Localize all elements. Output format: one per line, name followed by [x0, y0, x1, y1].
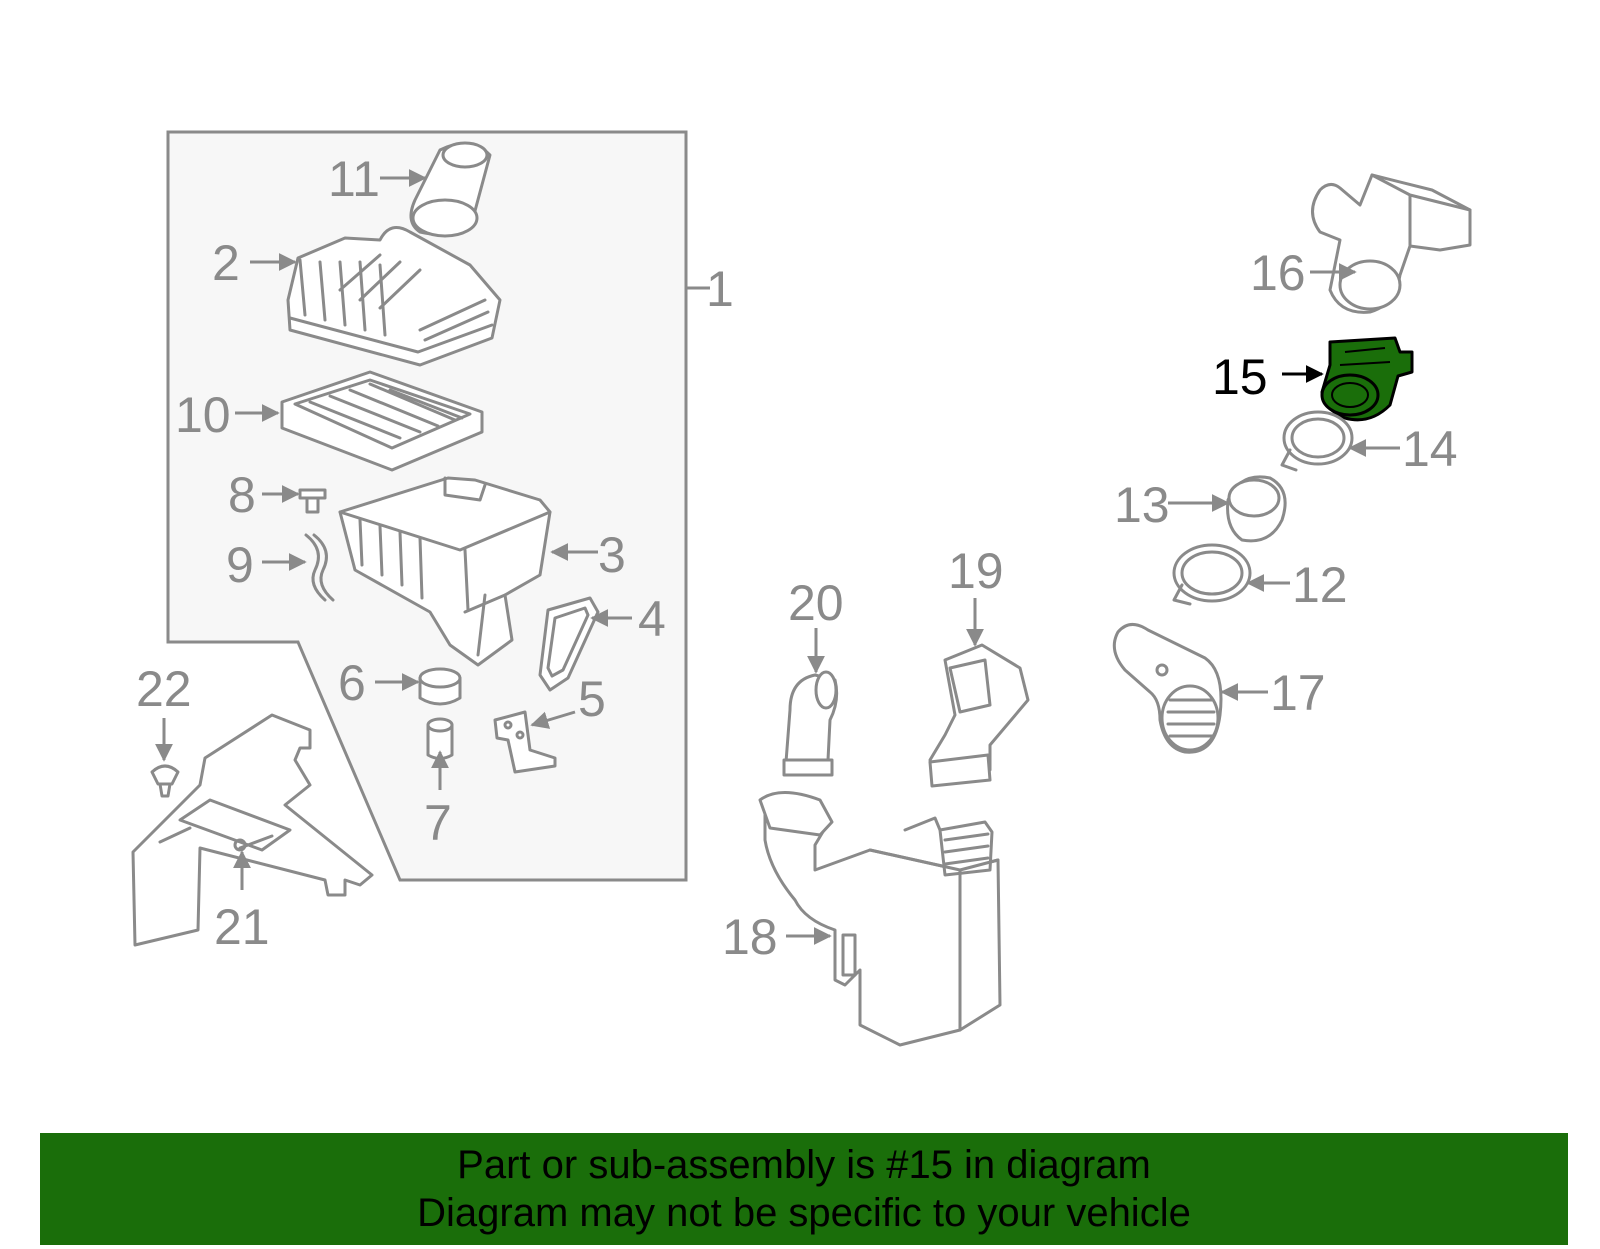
part-7-bushing[interactable] — [426, 717, 454, 760]
part-10-air-filter[interactable] — [280, 370, 484, 472]
callout-6: 6 — [338, 655, 366, 711]
part-18-resonator[interactable] — [758, 791, 1002, 1047]
callout-13: 13 — [1114, 477, 1170, 533]
callout-21: 21 — [214, 899, 270, 955]
callout-22: 22 — [136, 661, 192, 717]
part-4-gasket[interactable] — [538, 596, 600, 692]
callout-14: 14 — [1402, 421, 1458, 477]
part-17-intake-hose[interactable] — [1112, 623, 1223, 754]
callout-19: 19 — [948, 543, 1004, 599]
part-12-clamp[interactable] — [1172, 543, 1252, 606]
part-15-highlighted[interactable] — [1320, 336, 1414, 422]
part-21-bracket[interactable] — [131, 713, 374, 947]
part-2-cleaner-cover[interactable] — [286, 226, 502, 367]
callout-17: 17 — [1270, 665, 1326, 721]
callout-labels: 1 2 3 4 5 6 7 8 9 10 11 12 13 14 15 16 1… — [136, 151, 1458, 965]
callout-1: 1 — [706, 261, 734, 317]
callout-3: 3 — [598, 527, 626, 583]
callout-16: 16 — [1250, 245, 1306, 301]
part-5-bracket[interactable] — [493, 710, 557, 774]
callout-7: 7 — [424, 795, 452, 851]
callout-8: 8 — [228, 467, 256, 523]
callout-18: 18 — [722, 909, 778, 965]
callout-4: 4 — [638, 591, 666, 647]
callout-12: 12 — [1292, 557, 1348, 613]
part-16-duct-elbow[interactable] — [1311, 173, 1472, 314]
part-14-clamp[interactable] — [1280, 410, 1354, 472]
callout-20: 20 — [788, 575, 844, 631]
part-22-push-pin[interactable] — [150, 764, 180, 798]
callout-pointers — [155, 169, 1400, 945]
part-8-bolt[interactable] — [298, 488, 327, 514]
part-11-intake-duct[interactable] — [409, 141, 492, 238]
part-19-duct[interactable] — [928, 643, 1030, 788]
callout-15-highlighted: 15 — [1212, 349, 1268, 405]
part-3-cleaner-housing[interactable] — [338, 476, 552, 667]
banner-background — [40, 1133, 1568, 1245]
part-20-hose[interactable] — [782, 670, 839, 777]
callout-5: 5 — [578, 671, 606, 727]
callout-10: 10 — [175, 387, 231, 443]
part-9-clip[interactable] — [304, 533, 335, 602]
callout-9: 9 — [226, 537, 254, 593]
banner-line-2: Diagram may not be specific to your vehi… — [417, 1191, 1191, 1235]
part-13-coupler[interactable] — [1226, 475, 1287, 543]
part-6-grommet[interactable] — [418, 667, 462, 706]
callout-11: 11 — [328, 151, 380, 207]
callout-2: 2 — [212, 235, 240, 291]
info-banner: Part or sub-assembly is #15 in diagram D… — [40, 1133, 1568, 1245]
banner-line-1: Part or sub-assembly is #15 in diagram — [457, 1143, 1151, 1187]
